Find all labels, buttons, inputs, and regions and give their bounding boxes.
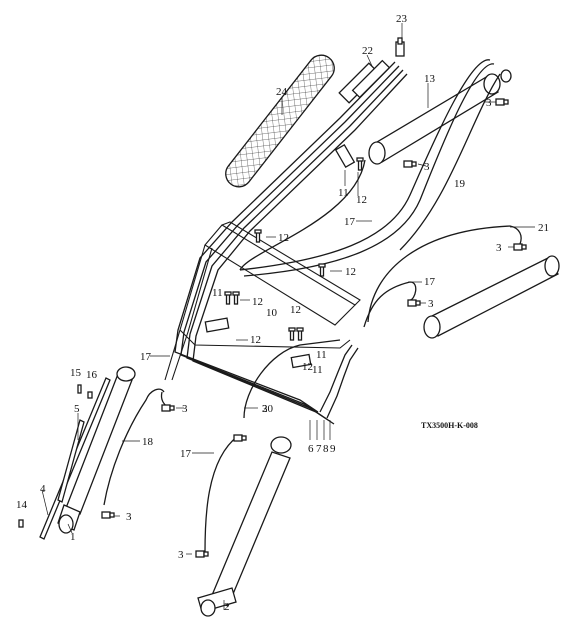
lower-cylinder <box>197 436 292 617</box>
hose-bundle <box>174 61 408 425</box>
callout-12: 12 <box>290 304 301 316</box>
callout-17: 17 <box>140 351 152 363</box>
callout-3: 3 <box>126 511 132 523</box>
callout-8: 8 <box>323 443 329 455</box>
callout-12: 12 <box>250 334 261 346</box>
bucket-cylinder-upper <box>368 69 512 165</box>
callout-3: 3 <box>496 242 502 254</box>
callout-12: 12 <box>278 232 289 244</box>
callout-7: 7 <box>316 443 322 455</box>
callout-17: 17 <box>424 276 436 288</box>
callout-23: 23 <box>396 13 408 25</box>
callout-19: 19 <box>454 178 466 190</box>
callout-3: 3 <box>424 161 430 173</box>
callout-3: 3 <box>428 298 434 310</box>
callout-11: 11 <box>316 349 327 361</box>
callout-3: 3 <box>182 403 188 415</box>
small-parts <box>18 384 93 528</box>
callout-18: 18 <box>142 436 154 448</box>
boom-frame <box>164 221 361 381</box>
callout-14: 14 <box>16 499 28 511</box>
callout-17: 17 <box>344 216 356 228</box>
callout-2: 2 <box>224 601 230 613</box>
callout-3: 3 <box>486 97 492 109</box>
callout-16: 16 <box>86 369 98 381</box>
leader-lines <box>41 23 535 610</box>
callout-15: 15 <box>70 367 82 379</box>
callout-21: 21 <box>538 222 549 234</box>
callout-12: 12 <box>302 361 313 373</box>
callout-9: 9 <box>330 443 336 455</box>
callout-12: 12 <box>345 266 356 278</box>
callout-10: 10 <box>266 307 278 319</box>
callout-11: 11 <box>312 364 323 376</box>
callout-13: 13 <box>424 73 436 85</box>
valve-block <box>338 37 405 104</box>
callout-17: 17 <box>180 448 192 460</box>
callout-20: 20 <box>262 403 274 415</box>
hoses <box>239 59 522 328</box>
callout-4: 4 <box>40 483 46 495</box>
callout-3: 3 <box>178 549 184 561</box>
callout-12: 12 <box>356 194 367 206</box>
protective-sleeve <box>225 54 335 188</box>
callout-6: 6 <box>308 443 314 455</box>
right-cylinder <box>423 255 560 339</box>
callout-3: 3 <box>262 403 268 415</box>
callout-11: 11 <box>338 187 349 199</box>
lower-hose <box>204 435 239 553</box>
callout-12: 12 <box>252 296 263 308</box>
clamps <box>204 143 356 369</box>
callout-5: 5 <box>74 403 80 415</box>
callout-22: 22 <box>362 45 373 57</box>
callout-11: 11 <box>212 287 223 299</box>
left-cylinder <box>39 366 136 540</box>
fittings <box>101 98 527 558</box>
callout-24: 24 <box>276 86 288 98</box>
callout-1: 1 <box>70 531 76 543</box>
figure-code: TX3500H-K-008 <box>421 421 478 430</box>
